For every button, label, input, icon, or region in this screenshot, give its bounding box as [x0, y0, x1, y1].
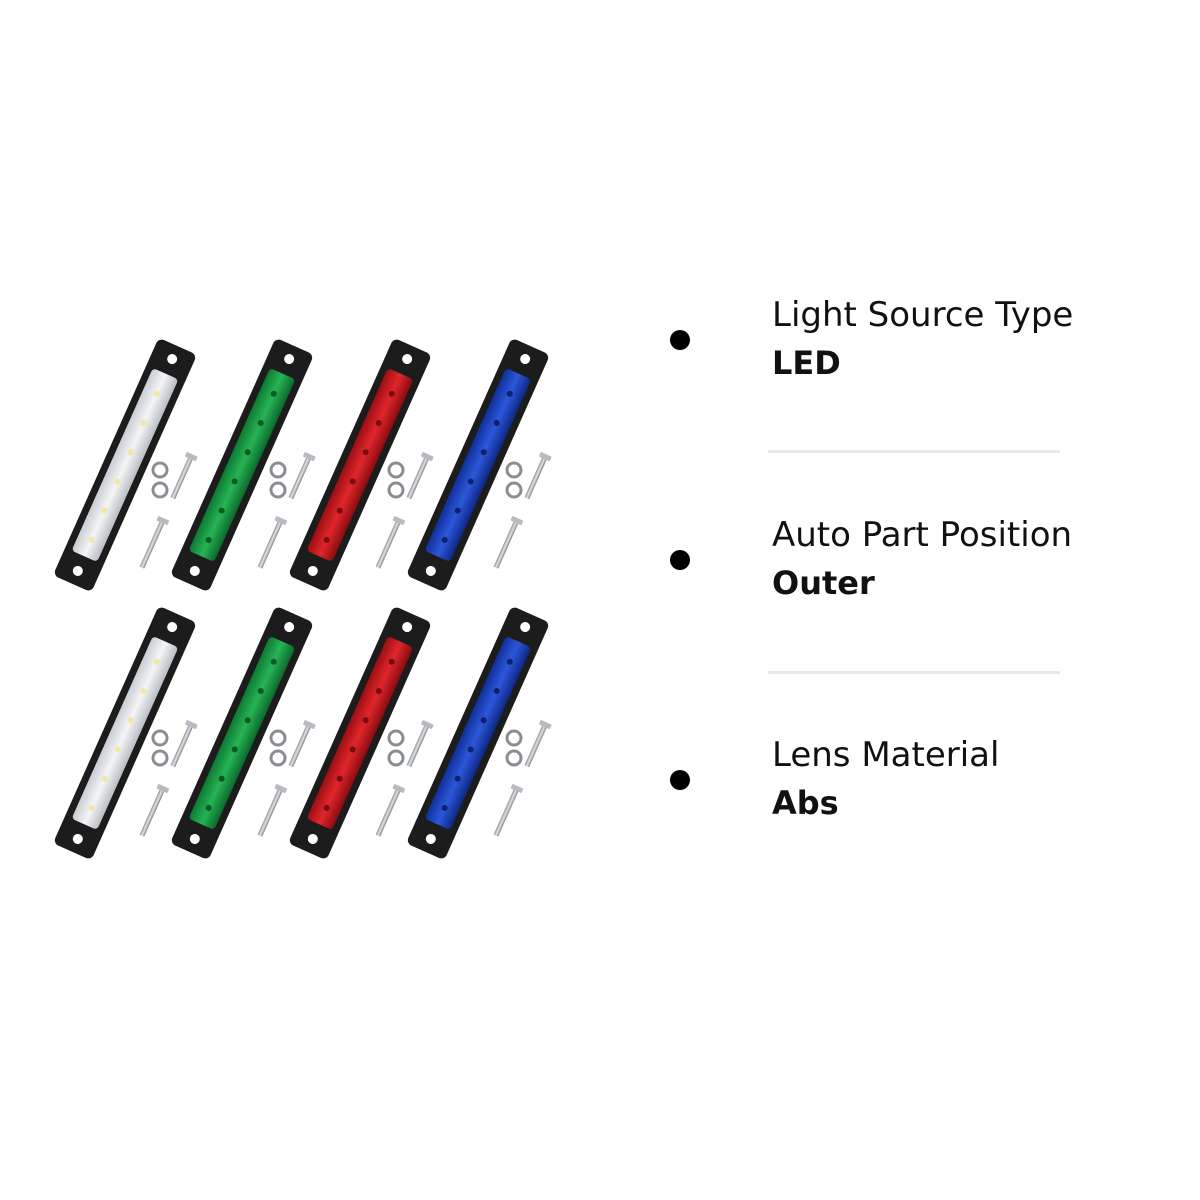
nut-set: [387, 729, 405, 767]
spec-label: Light Source Type: [772, 295, 1074, 335]
marker-light-blue: [405, 337, 551, 593]
marker-light-white: [52, 337, 198, 593]
spec-item-auto-part-position: Auto Part Position Outer: [660, 510, 1080, 630]
bullet-icon: [670, 770, 690, 790]
nut-set: [387, 461, 405, 499]
divider: [768, 671, 1060, 674]
product-image: [52, 337, 552, 861]
marker-light-white: [52, 605, 198, 861]
nut-set: [269, 729, 287, 767]
nut-set: [151, 729, 169, 767]
marker-light-red: [287, 337, 433, 593]
spec-item-light-source-type: Light Source Type LED: [660, 290, 1080, 410]
spec-label: Auto Part Position: [772, 515, 1073, 555]
divider: [768, 450, 1060, 453]
marker-light-green: [169, 337, 315, 593]
nut-set: [505, 729, 523, 767]
spec-label: Lens Material: [772, 735, 1000, 775]
nut-set: [151, 461, 169, 499]
nut-set: [269, 461, 287, 499]
spec-value: Outer: [772, 564, 875, 602]
bullet-icon: [670, 330, 690, 350]
marker-light-green: [169, 605, 315, 861]
marker-light-blue: [405, 605, 551, 861]
bullet-icon: [670, 550, 690, 570]
spec-item-lens-material: Lens Material Abs: [660, 730, 1080, 850]
nut-set: [505, 461, 523, 499]
spec-value: LED: [772, 344, 841, 382]
marker-light-red: [287, 605, 433, 861]
spec-value: Abs: [772, 784, 839, 822]
